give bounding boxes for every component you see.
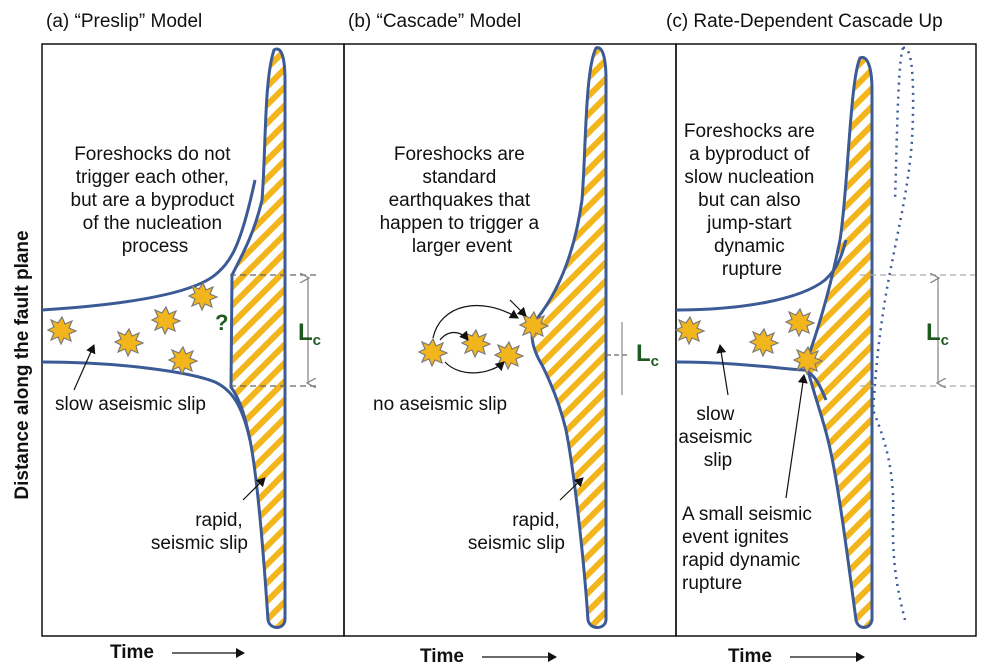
panel-a-lower-boundary [41, 360, 252, 441]
panel-a-title: (a) “Preslip” Model [46, 11, 202, 32]
panel-c-dotted-outline [871, 46, 915, 621]
trigger-arrow [439, 330, 469, 341]
slow-slip-arrow [73, 344, 96, 391]
trigger-arrow [509, 299, 527, 317]
panel-b-title: (b) “Cascade” Model [348, 11, 521, 32]
foreshock-star [675, 316, 705, 345]
foreshock-star [188, 282, 218, 311]
panel-a-description: Foreshocks do not trigger each other, bu… [71, 144, 240, 257]
foreshock-star [785, 308, 815, 337]
lc-label: Lc [926, 319, 949, 349]
panel-c-time-label: Time [728, 646, 772, 666]
panel-a-rupture-region [229, 47, 287, 629]
panel-b-time-label: Time [420, 646, 464, 666]
panel-c-dotted-outline [893, 47, 905, 201]
panel-c-description: Foreshocks are a byproduct of slow nucle… [684, 121, 820, 280]
panel-a-slow-label: slow aseismic slip [55, 394, 206, 415]
lc-label: Lc [298, 319, 321, 349]
foreshock-star [749, 328, 779, 357]
panel-c-upper-boundary [675, 239, 848, 312]
panel-c-rupture-region [804, 55, 874, 629]
trigger-arrow [432, 304, 519, 339]
foreshock-star [418, 338, 448, 367]
panel-a: (a) “Preslip” Model ? Lc Foreshocks do n… [41, 11, 345, 663]
panel-b-description: Foreshocks are standard earthquakes that… [380, 144, 545, 257]
panel-b: (b) “Cascade” Model Lc Foreshocks are st… [343, 11, 677, 666]
panel-a-rapid-label: rapid, seismic slip [151, 510, 248, 554]
foreshock-star [494, 341, 524, 370]
ignite-arrow [785, 374, 808, 499]
panel-c-lower-boundary [675, 360, 828, 401]
panel-b-slow-label: no aseismic slip [373, 394, 507, 415]
foreshock-star [47, 316, 77, 345]
question-mark: ? [215, 310, 228, 335]
rapid-slip-arrow [559, 477, 584, 501]
trigger-arrow [444, 361, 505, 374]
panel-c-title: (c) Rate-Dependent Cascade Up [666, 11, 943, 32]
foreshock-star [461, 329, 491, 358]
panel-c-frame [675, 43, 977, 637]
panel-b-rapid-label: rapid, seismic slip [468, 510, 565, 554]
panel-c: (c) Rate-Dependent Cascade Up Lc Foresho… [666, 11, 977, 666]
lc-label: Lc [636, 340, 659, 370]
slow-slip-arrow [716, 344, 729, 396]
panel-b-rupture-region [530, 46, 608, 629]
panel-a-time-label: Time [110, 642, 154, 663]
foreshock-star [168, 346, 198, 375]
panel-a-upper-boundary [41, 179, 257, 312]
foreshock-star [151, 306, 181, 335]
y-axis-title: Distance along the fault plane [12, 230, 33, 499]
panel-c-ignite-label: A small seismic event ignites rapid dyna… [682, 504, 817, 594]
foreshock-star [114, 328, 144, 357]
panel-c-slow-label: slow aseismic slip [678, 404, 757, 471]
rapid-slip-arrow [242, 477, 266, 501]
